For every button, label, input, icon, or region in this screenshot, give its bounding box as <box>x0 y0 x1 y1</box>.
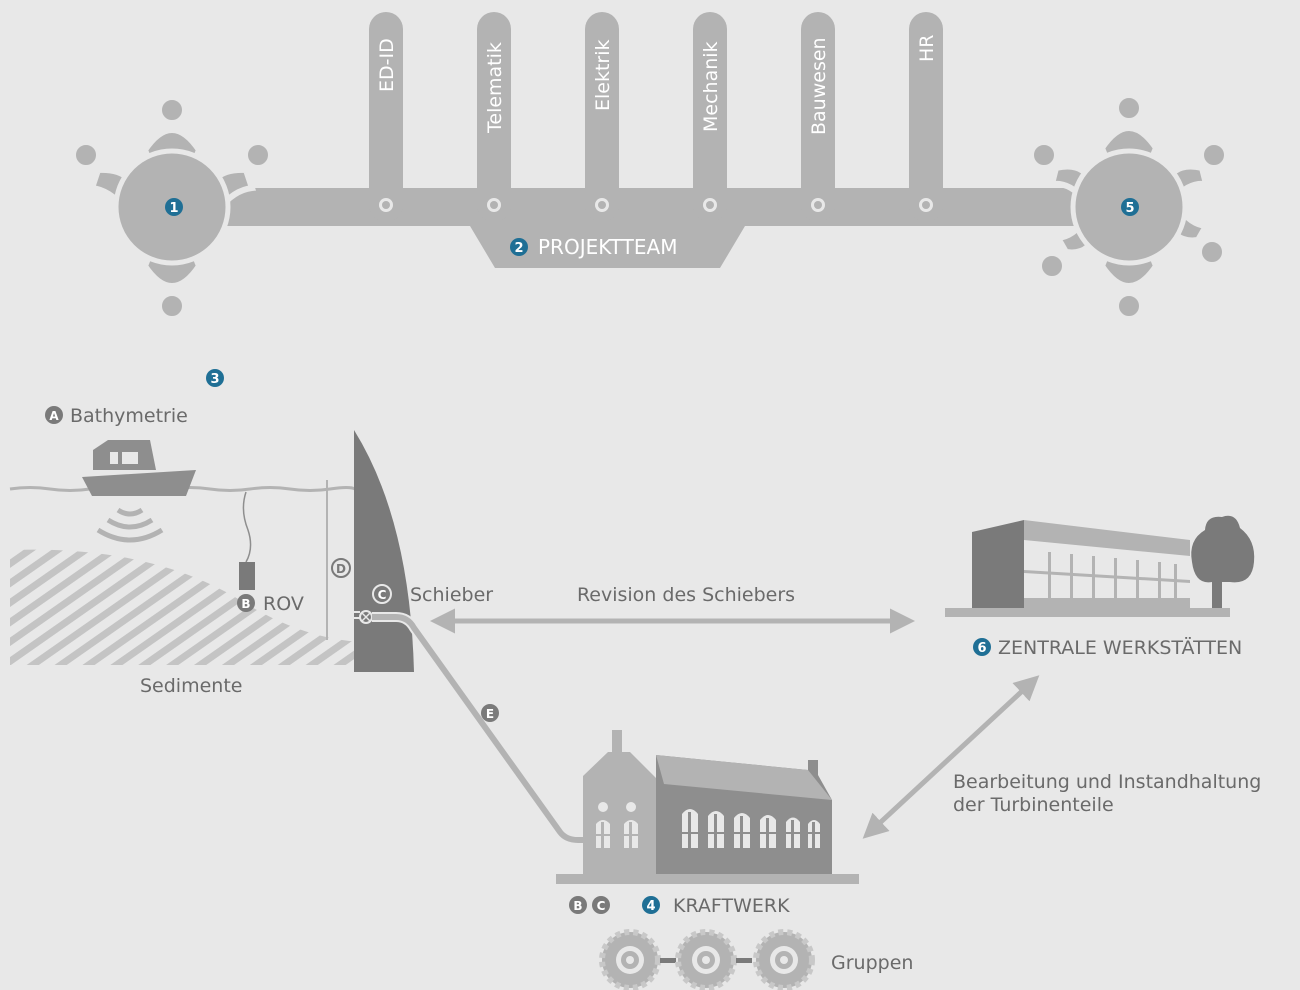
letter-a: A <box>49 409 59 423</box>
turbine-icon <box>599 929 661 990</box>
letter-badge-c <box>372 584 392 604</box>
turbine-coupling <box>736 958 752 963</box>
intake-pipe <box>336 580 360 619</box>
sediment-label: Sedimente <box>140 675 242 697</box>
maintenance-label-line2: der Turbinenteile <box>953 794 1114 816</box>
rov-icon <box>239 562 255 590</box>
dam-wall <box>354 430 414 672</box>
valve-cross <box>361 612 371 622</box>
step-badge-4 <box>642 896 660 914</box>
step-number-3: 3 <box>210 372 219 387</box>
step-number-2: 2 <box>514 241 523 256</box>
letter-e: E <box>486 707 494 721</box>
letter-badge-b-plant <box>569 896 587 914</box>
turbine-groups-icon <box>599 929 815 990</box>
department-label-hr: HR <box>916 35 938 63</box>
groups-label: Gruppen <box>831 952 913 974</box>
penstock-pipe <box>372 614 600 843</box>
rov-label: ROV <box>263 593 304 615</box>
department-label-elektrik: Elektrik <box>592 39 614 111</box>
department-ed-id: ED-ID <box>369 12 403 222</box>
step-number-6: 6 <box>977 641 986 656</box>
letter-badge-e <box>481 704 499 722</box>
turbine-coupling <box>660 958 676 963</box>
turbine-icon <box>675 929 737 990</box>
sediment-area <box>10 549 360 665</box>
step-badge-2 <box>510 238 528 256</box>
meeting-table-right: 5 <box>1028 92 1230 322</box>
step-number-1: 1 <box>169 201 178 216</box>
letter-c-plant: C <box>597 899 606 913</box>
project-team-label-group: 2 PROJEKTTEAM <box>510 235 677 259</box>
step-badge-3 <box>206 369 224 387</box>
department-label-bauwesen: Bauwesen <box>808 37 830 135</box>
power-plant-label: KRAFTWERK <box>673 895 790 917</box>
project-team-label: PROJEKTTEAM <box>538 235 677 259</box>
department-hr: HR <box>909 12 943 222</box>
valve-label: Schieber <box>410 584 493 606</box>
workshop-building-icon <box>945 515 1255 617</box>
step-number-5: 5 <box>1125 201 1134 216</box>
department-telematik: Telematik <box>477 12 511 222</box>
survey-boat-icon <box>82 440 196 496</box>
turbine-icon <box>753 929 815 990</box>
step-badge-6 <box>973 638 991 656</box>
letter-d: D <box>336 562 346 576</box>
letter-c: C <box>378 588 387 602</box>
maintenance-label-line1: Bearbeitung und Instandhaltung <box>953 771 1261 793</box>
department-bauwesen: Bauwesen <box>801 12 835 222</box>
project-team-bar <box>175 188 1110 268</box>
power-plant-building-icon <box>556 730 859 884</box>
department-elektrik: Elektrik <box>585 12 619 222</box>
workshops-label: ZENTRALE WERKSTÄTTEN <box>998 636 1242 659</box>
sonar-waves-icon <box>96 507 164 543</box>
letter-badge-d <box>331 558 351 578</box>
letter-badge-a <box>45 406 63 424</box>
step-number-4: 4 <box>646 899 655 914</box>
tree-icon <box>1191 515 1255 608</box>
revision-label: Revision des Schiebers <box>577 584 795 606</box>
letter-b: B <box>241 597 250 611</box>
meeting-table-left: 1 <box>70 94 274 322</box>
maintenance-arrow <box>862 675 1040 839</box>
rov-cable <box>242 491 252 563</box>
step-badge-1 <box>165 198 183 216</box>
department-label-mechanik: Mechanik <box>700 41 722 132</box>
letter-badge-b <box>237 594 255 612</box>
department-pillars: ED-ID Telematik Elektrik Mechanik Bauwes… <box>369 12 943 222</box>
water-surface <box>9 486 356 492</box>
step-badge-5 <box>1121 198 1139 216</box>
department-label-telematik: Telematik <box>484 42 506 134</box>
intake-pipe-inner <box>343 585 360 613</box>
bathymetry-label: Bathymetrie <box>70 405 188 427</box>
letter-badge-c-plant <box>592 896 610 914</box>
letter-b-plant: B <box>573 899 582 913</box>
department-mechanik: Mechanik <box>693 12 727 222</box>
department-label-ed-id: ED-ID <box>376 38 398 92</box>
